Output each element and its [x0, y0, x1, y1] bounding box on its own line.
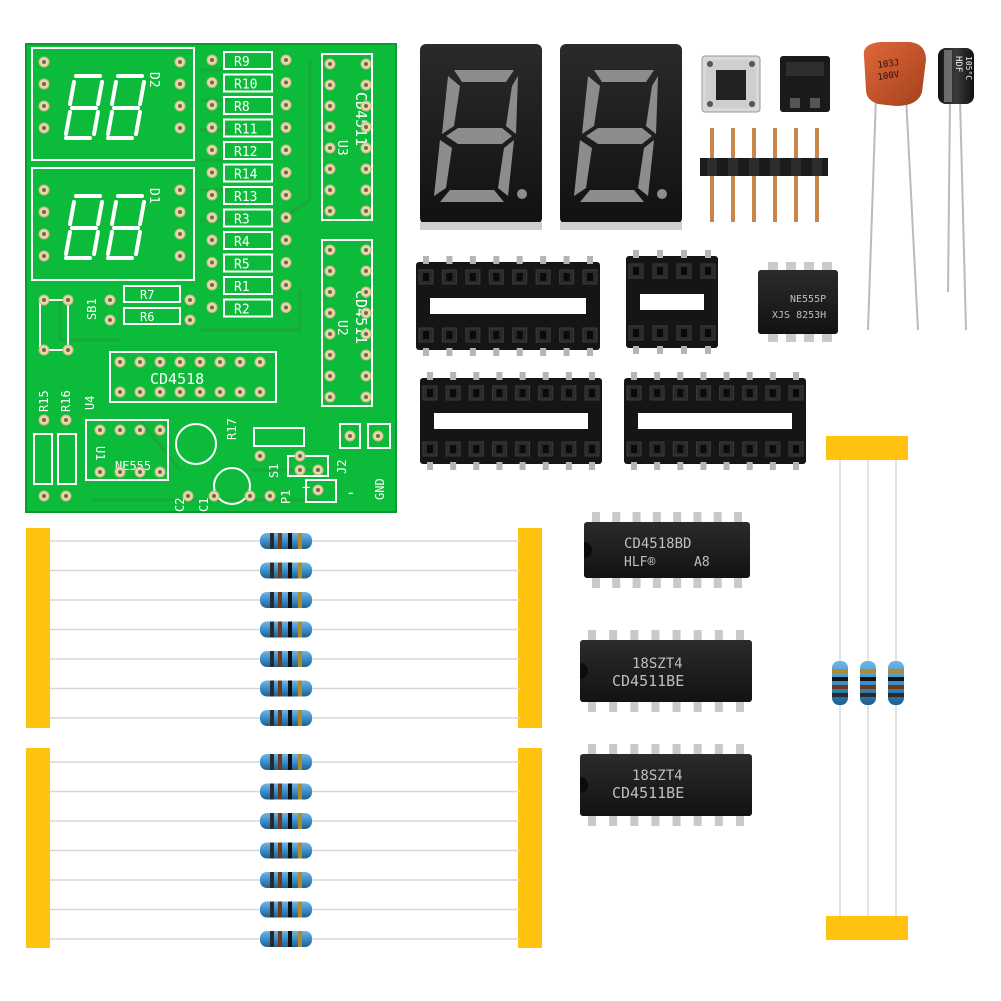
seven-segment-display-2: [560, 44, 682, 230]
resistor: [50, 842, 520, 859]
minus-label: -: [346, 483, 356, 502]
ne555-marking-2: XJS 8253H: [772, 310, 826, 321]
p1-label: P1: [279, 490, 293, 504]
film-cap-marking-1: 103J: [877, 58, 900, 71]
d2-silkscreen-digits: [64, 74, 146, 140]
resistor: [50, 651, 520, 667]
resistor-label-r1: R1: [234, 280, 250, 295]
cd4518-label: CD4518: [150, 370, 204, 388]
r17-label: R17: [225, 418, 239, 440]
pin-header-6: [700, 128, 828, 222]
ne555-marking-1: NE555P: [790, 294, 826, 305]
u3-outline: [321, 53, 373, 221]
ic-cd4511be-1: 18SZT4 CD4511BE: [612, 656, 684, 690]
d1-outline: [31, 167, 195, 281]
u2-label: U2: [334, 320, 349, 336]
s1-label: S1: [267, 464, 281, 478]
electrolytic-capacitor: HDF 105°C: [938, 48, 974, 331]
ic3-marking-2: CD4511BE: [612, 784, 684, 802]
resistor-label-r3: R3: [234, 213, 250, 228]
ic1-marking-3: A8: [694, 555, 710, 570]
resistor-label-r8: R8: [234, 100, 250, 115]
d1-silkscreen-digits: [64, 194, 146, 260]
r6-label: R6: [140, 310, 154, 324]
resistor: [50, 562, 520, 579]
tape-top-vertical-group: [826, 436, 908, 460]
u4-label: U4: [83, 396, 97, 410]
resistor: [50, 680, 520, 697]
resistor: [50, 754, 520, 770]
resistor-label-r12: R12: [234, 145, 257, 160]
d2-outline: [31, 47, 195, 161]
resistor-label-r5: R5: [234, 258, 250, 273]
r7-label: R7: [140, 288, 154, 302]
resistor-tape-strips: [26, 436, 908, 948]
ic2-marking-2: CD4511BE: [612, 672, 684, 690]
d2-label: D2: [146, 72, 161, 88]
ic3-marking-1: 18SZT4: [632, 768, 683, 784]
resistor-label-r14: R14: [234, 168, 258, 183]
resistor: [888, 661, 904, 705]
c2-label: C2: [173, 498, 187, 512]
tape-left-top: [26, 528, 50, 728]
ne555-chip: NE555P XJS 8253H: [758, 262, 838, 342]
film-capacitor: 103J 100V: [863, 42, 926, 331]
resistor-label-r11: R11: [234, 123, 257, 138]
tactile-push-button: [701, 55, 761, 113]
pcb-pads: [38, 54, 384, 502]
u2-outline: [321, 239, 373, 407]
resistor: [50, 621, 520, 638]
u1-outline: [85, 419, 169, 481]
ic1-marking-1: CD4518BD: [624, 536, 691, 552]
ic1-marking-2: HLF®: [624, 555, 655, 570]
u1-label: U1: [93, 446, 107, 460]
sb1-label: SB1: [85, 298, 99, 320]
resistor: [50, 783, 520, 800]
cd4511-a-label: CD4511: [352, 92, 370, 146]
gnd-label: GND: [373, 478, 387, 500]
tape-right-bottom: [518, 748, 542, 948]
resistor-label-r10: R10: [234, 78, 257, 93]
ic-cd4511be-2: 18SZT4 CD4511BE: [612, 768, 684, 802]
segment-digit-1: [434, 70, 518, 202]
tape-right-top: [518, 528, 542, 728]
resistor: [50, 901, 520, 918]
ic2-marking-1: 18SZT4: [632, 656, 683, 672]
resistor: [50, 710, 520, 726]
electrolytic-marking-1: HDF: [953, 56, 963, 72]
electrolytic-marking-2: 105°C: [964, 56, 973, 80]
r16-label: R16: [59, 390, 73, 412]
segment-digit-2: [574, 70, 658, 202]
film-cap-marking-2: 100V: [877, 70, 900, 83]
resistor: [50, 813, 520, 829]
resistor-label-r9: R9: [234, 55, 250, 70]
seven-segment-display-1: [420, 44, 542, 230]
dip-ics: [580, 512, 752, 826]
resistor-label-r13: R13: [234, 190, 257, 205]
resistor: [860, 661, 876, 705]
resistor: [50, 872, 520, 888]
jumper-cap: [780, 56, 830, 112]
resistor: [50, 533, 520, 549]
resistor: [50, 931, 520, 947]
d1-label: D1: [146, 188, 161, 204]
resistor: [832, 661, 848, 705]
u4-outline: [109, 351, 277, 403]
resistor: [50, 592, 520, 608]
u3-label: U3: [334, 140, 349, 156]
c1-label: C1: [197, 498, 211, 512]
tape-bottom-vertical-group: [826, 916, 908, 940]
ic-cd4518bd: CD4518BD HLF® A8: [624, 536, 710, 570]
r15-label: R15: [37, 390, 51, 412]
ic-sockets: [416, 250, 806, 470]
j2-label: J2: [335, 460, 349, 474]
tape-left-bottom: [26, 748, 50, 948]
resistor-label-r4: R4: [234, 235, 250, 250]
resistor-label-r2: R2: [234, 303, 250, 318]
